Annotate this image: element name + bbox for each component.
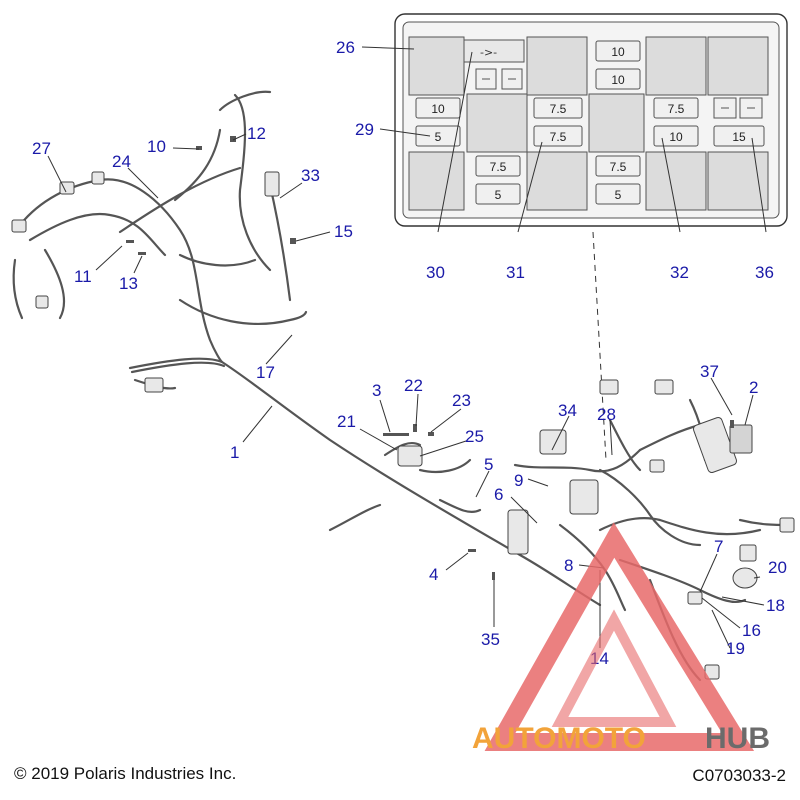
- callout-number: 12: [247, 124, 266, 143]
- fuse-value: 7.5: [490, 160, 507, 174]
- callout-number: 8: [564, 556, 573, 575]
- callout-number: 20: [768, 558, 787, 577]
- callout-number: 25: [465, 427, 484, 446]
- fuse-value: 10: [431, 102, 445, 116]
- callout-number: 37: [700, 362, 719, 381]
- callout-number: 16: [742, 621, 761, 640]
- harness-callouts: 27 10 12 24 33 15 11 13 17 1 3 22 23 21 …: [32, 124, 787, 668]
- callout-number: 23: [452, 391, 471, 410]
- callout-number: 29: [355, 120, 374, 139]
- callout-number: 36: [755, 263, 774, 282]
- fasteners: [126, 136, 734, 580]
- diode-icon: ->-: [463, 39, 525, 63]
- watermark-logo: AUTOMOTO HUB: [472, 522, 770, 755]
- callout-number: 21: [337, 412, 356, 431]
- callout-number: 22: [404, 376, 423, 395]
- harness-connectors: [11, 171, 795, 680]
- callout-number: 18: [766, 596, 785, 615]
- fuse-value: 5: [495, 188, 502, 202]
- callout-number: 10: [147, 137, 166, 156]
- watermark-text-hub: HUB: [705, 722, 770, 755]
- callout-number: 17: [256, 363, 275, 382]
- callout-number: 5: [484, 455, 493, 474]
- callout-number: 13: [119, 274, 138, 293]
- callout-number: 31: [506, 263, 525, 282]
- drawing-number: C0703033-2: [692, 766, 786, 785]
- fuse-box-callouts: 26 29 30 31 32 36: [336, 38, 774, 282]
- fuse-value: 15: [732, 130, 746, 144]
- callout-number: 9: [514, 471, 523, 490]
- fuse-value: 7.5: [550, 130, 567, 144]
- callout-number: 6: [494, 485, 503, 504]
- callout-number: 26: [336, 38, 355, 57]
- fuse-value: 7.5: [610, 160, 627, 174]
- callout-number: 15: [334, 222, 353, 241]
- fuse-value: 7.5: [550, 102, 567, 116]
- callout-number: 4: [429, 565, 438, 584]
- callout-number: 34: [558, 401, 577, 420]
- callout-number: 1: [230, 443, 239, 462]
- callout-number: 30: [426, 263, 445, 282]
- fuse-box-inset: ->-: [394, 13, 788, 227]
- callout-number: 33: [301, 166, 320, 185]
- callout-number: 7: [714, 537, 723, 556]
- callout-number: 27: [32, 139, 51, 158]
- callout-number: 28: [597, 405, 616, 424]
- watermark-text-brand: AUTOMOTO: [472, 722, 646, 755]
- fuse-box-leaders: [361, 46, 767, 461]
- fuse-value: 5: [435, 130, 442, 144]
- fuse-value: 10: [669, 130, 683, 144]
- callout-number: 24: [112, 152, 131, 171]
- fuse-values: 10 10 10 5 7.5 7.5 7.5 5 7.5 5 7.5 10 15: [431, 45, 746, 202]
- fuse-value: 10: [611, 73, 625, 87]
- harness-leaders: [47, 133, 765, 649]
- svg-text:->-: ->-: [480, 46, 497, 59]
- callout-number: 32: [670, 263, 689, 282]
- callout-number: 35: [481, 630, 500, 649]
- fuse-value: 7.5: [668, 102, 685, 116]
- callout-number: 11: [74, 267, 92, 286]
- fuse-value: 10: [611, 45, 625, 59]
- callout-number: 19: [726, 639, 745, 658]
- fuse-value: 5: [615, 188, 622, 202]
- callout-number: 3: [372, 381, 381, 400]
- copyright-text: © 2019 Polaris Industries Inc.: [14, 764, 237, 783]
- callout-number: 2: [749, 378, 758, 397]
